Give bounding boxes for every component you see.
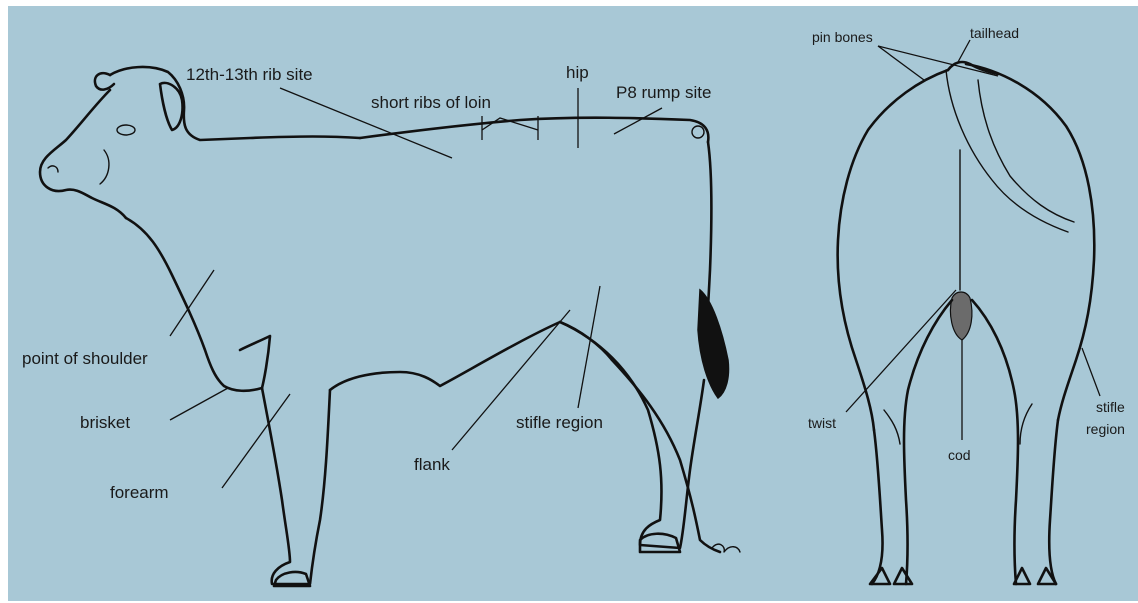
label-tailhead: tailhead xyxy=(970,25,1019,41)
rear-tailhead xyxy=(948,62,998,74)
cow-nostril xyxy=(48,166,58,172)
label-pin-bones: pin bones xyxy=(812,29,873,45)
label-stifle-line2: region xyxy=(1086,421,1125,437)
rear-inner-leg-right xyxy=(972,300,1018,584)
label-stifle: stifle region xyxy=(516,413,603,432)
cow-hip-knob xyxy=(692,126,704,138)
rear-view-labels: pin bones tailhead twist cod stifle regi… xyxy=(808,25,1125,463)
leader-tailhead xyxy=(958,40,970,62)
rear-cod xyxy=(950,292,971,340)
side-view-labels: 12th-13th rib site short ribs of loin hi… xyxy=(22,63,711,502)
label-cod: cod xyxy=(948,447,971,463)
label-stifle-line1: stifle xyxy=(1096,399,1125,415)
rear-tail xyxy=(946,70,1068,232)
cow-face-wrinkle xyxy=(100,150,109,184)
cow-topline xyxy=(360,118,708,142)
label-p8: P8 rump site xyxy=(616,83,711,102)
leader-stifle xyxy=(578,286,600,408)
cow-ear-right xyxy=(160,83,183,130)
leader-forearm xyxy=(222,394,290,488)
label-rib-site: 12th-13th rib site xyxy=(186,65,313,84)
rear-body-left xyxy=(838,70,948,430)
leader-pin-bones-right xyxy=(878,46,998,76)
label-brisket: brisket xyxy=(80,413,130,432)
label-twist: twist xyxy=(808,415,836,431)
rear-view-leaders xyxy=(846,40,1100,440)
label-forearm: forearm xyxy=(110,483,169,502)
leader-twist xyxy=(846,290,956,412)
rear-hoof-right xyxy=(1014,568,1056,584)
cow-eye xyxy=(117,125,135,135)
rear-outer-leg-left xyxy=(872,430,883,584)
label-short-ribs: short ribs of loin xyxy=(371,93,491,112)
cow-hoof-hind xyxy=(640,534,680,552)
leader-p8 xyxy=(614,108,662,134)
cow-front-leg-near xyxy=(262,388,330,584)
cow-face-outline xyxy=(40,90,126,218)
rear-hock-left xyxy=(884,410,900,444)
rear-inner-leg-left xyxy=(904,300,952,584)
side-view-cow xyxy=(40,67,740,586)
rear-hock-right xyxy=(1020,404,1032,444)
label-point-of-shoulder: point of shoulder xyxy=(22,349,148,368)
label-hip: hip xyxy=(566,63,589,82)
leader-stifle-rear xyxy=(1082,348,1100,396)
rear-tail-edge xyxy=(978,80,1074,222)
cow-hind-leg-near xyxy=(560,322,704,548)
rear-outer-leg-right xyxy=(1049,420,1058,584)
cow-belly xyxy=(330,322,612,390)
leader-point-of-shoulder xyxy=(170,270,214,336)
cow-front-leg-far xyxy=(240,336,270,388)
leader-brisket xyxy=(170,388,228,420)
rear-view-cow xyxy=(838,62,1095,584)
label-flank: flank xyxy=(414,455,450,474)
